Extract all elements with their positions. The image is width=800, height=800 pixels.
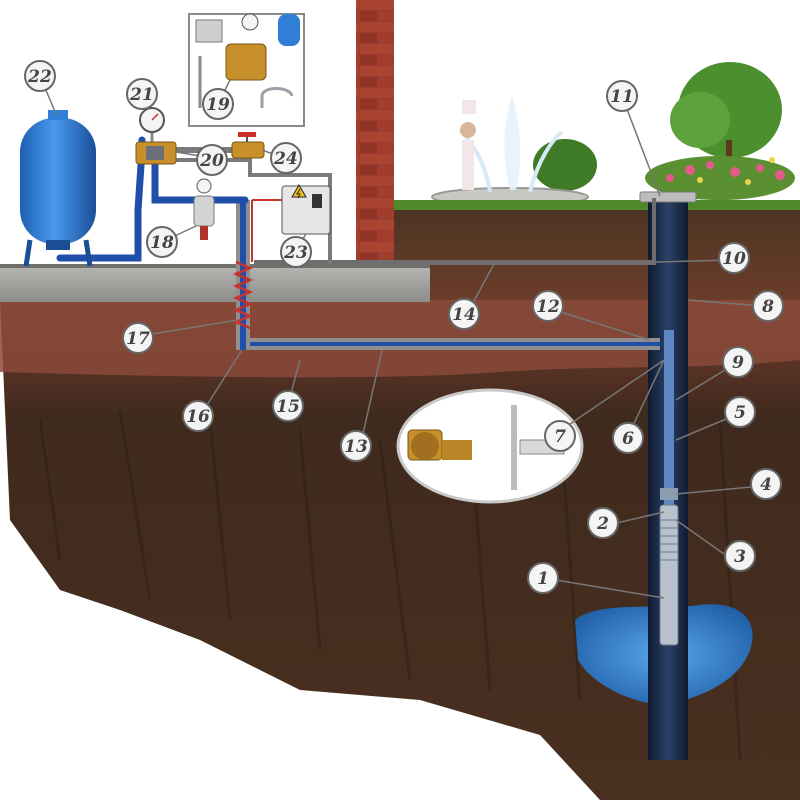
callout-label: 17 [126,329,150,349]
callout-7: 7 [544,420,576,452]
garden-scene [431,62,795,207]
callout-label: 9 [732,353,744,373]
callout-label: 7 [554,427,566,447]
callout-label: 19 [206,95,230,115]
callout-label: 18 [150,233,174,253]
callout-circle [448,298,480,330]
callout-label: 22 [27,67,52,87]
callout-17: 17 [122,322,154,354]
callout-circle [532,290,564,322]
callout-circle [544,420,576,452]
callout-circle [24,60,56,92]
callout-circle [587,507,619,539]
water-filter [193,178,215,240]
callout-label: 16 [186,407,210,427]
callout-circle [612,422,644,454]
callout-2: 2 [587,507,619,539]
callout-16: 16 [182,400,214,432]
callout-circle [270,142,302,174]
callout-1: 1 [527,562,559,594]
heating-cable [232,260,254,330]
callout-14: 14 [448,298,480,330]
callout-24: 24 [270,142,302,174]
faucet-icon [260,87,294,108]
callout-22: 22 [24,60,56,92]
callout-9: 9 [722,346,754,378]
callout-circle [718,242,750,274]
submersible-pump [659,504,679,646]
callout-5: 5 [724,396,756,428]
callout-label: 24 [273,149,298,169]
callout-label: 4 [760,475,772,495]
callout-circle [527,562,559,594]
callout-8: 8 [752,290,784,322]
callout-circle [146,226,178,258]
lightning-icon [291,184,307,199]
callout-label: 2 [596,514,609,534]
callout-circle [606,80,638,112]
callout-21: 21 [126,78,158,110]
callout-label: 15 [276,397,300,417]
callout-label: 8 [761,297,774,317]
supply-pipe-13 [240,338,660,350]
callout-circle [182,400,214,432]
brick-wall [356,0,394,266]
callout-18: 18 [146,226,178,258]
callout-label: 10 [722,249,746,269]
callout-3: 3 [724,540,756,572]
grass-strip [394,200,800,210]
callout-label: 6 [622,429,634,449]
callout-4: 4 [750,468,782,500]
callout-circle [752,290,784,322]
callout-circle [272,390,304,422]
callout-label: 11 [610,87,634,107]
ball-valve [231,132,265,159]
callout-circle [196,144,228,176]
callout-13: 13 [340,430,372,462]
callout-label: 3 [734,547,746,567]
callout-label: 21 [129,85,154,105]
callout-23: 23 [280,236,312,268]
callout-20: 20 [196,144,228,176]
callout-circle [750,468,782,500]
callout-6: 6 [612,422,644,454]
expansion-tank [20,110,96,267]
callout-label: 20 [199,151,224,171]
cable-conduit-14 [254,198,656,265]
callout-label: 14 [452,305,476,325]
callout-circle [340,430,372,462]
callout-label: 12 [536,297,560,317]
control-box [281,184,331,235]
callout-circle [724,540,756,572]
callout-12: 12 [532,290,564,322]
concrete-floor [0,266,430,302]
callout-19: 19 [202,88,234,120]
callout-label: 13 [344,437,368,457]
callout-label: 5 [734,403,746,423]
callout-circle [122,322,154,354]
callout-label: 23 [283,243,308,263]
callout-circle [722,346,754,378]
callout-circle [202,88,234,120]
callout-circle [126,78,158,110]
callout-circle [280,236,312,268]
callout-label: 1 [537,569,549,589]
callout-11: 11 [606,80,638,112]
callout-10: 10 [718,242,750,274]
callout-circle [724,396,756,428]
pressure-gauge-icon [139,107,165,148]
callout-15: 15 [272,390,304,422]
